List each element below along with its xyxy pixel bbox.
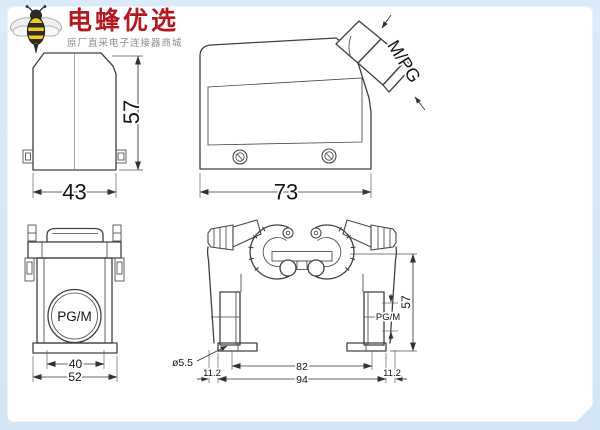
dim-hole-5-5: ø5.5: [172, 357, 193, 369]
dim-left-offset-11-2: 11.2: [203, 368, 221, 379]
dim-width-43: 43: [62, 180, 86, 205]
dim-height-57-base: 57: [399, 295, 413, 309]
dim-height-57: 57: [119, 100, 144, 124]
view-side-angled-entry: M/PG 73: [199, 14, 426, 206]
view-front-hood: PG/M 40 52: [24, 224, 125, 386]
dim-overall-width-94: 94: [296, 374, 308, 386]
sheet-corner-cut: [576, 405, 593, 422]
bee-icon: [9, 5, 63, 54]
label-gland-pgm-hood: PG/M: [57, 309, 92, 324]
brand-tagline: 原厂直采电子连接器商城: [67, 38, 183, 50]
dim-right-offset-11-2: 11.2: [383, 368, 401, 379]
brand-logo: 电蜂优选 原厂直采电子连接器商城: [8, 2, 183, 58]
dim-width-73: 73: [274, 180, 298, 205]
lever-assembly: [206, 219, 297, 352]
dim-outer-width-52: 52: [68, 370, 82, 384]
brand-name: 电蜂优选: [67, 7, 180, 35]
label-gland-pgm-base: PG/M: [376, 312, 400, 323]
view-front-base: PG/M 57 ø5.5 82 94 11.2 11.2: [170, 219, 417, 388]
view-side-top-entry: 57 43: [22, 52, 146, 206]
dim-hole-spacing-82: 82: [296, 361, 308, 373]
dim-inner-width-40: 40: [69, 357, 83, 371]
